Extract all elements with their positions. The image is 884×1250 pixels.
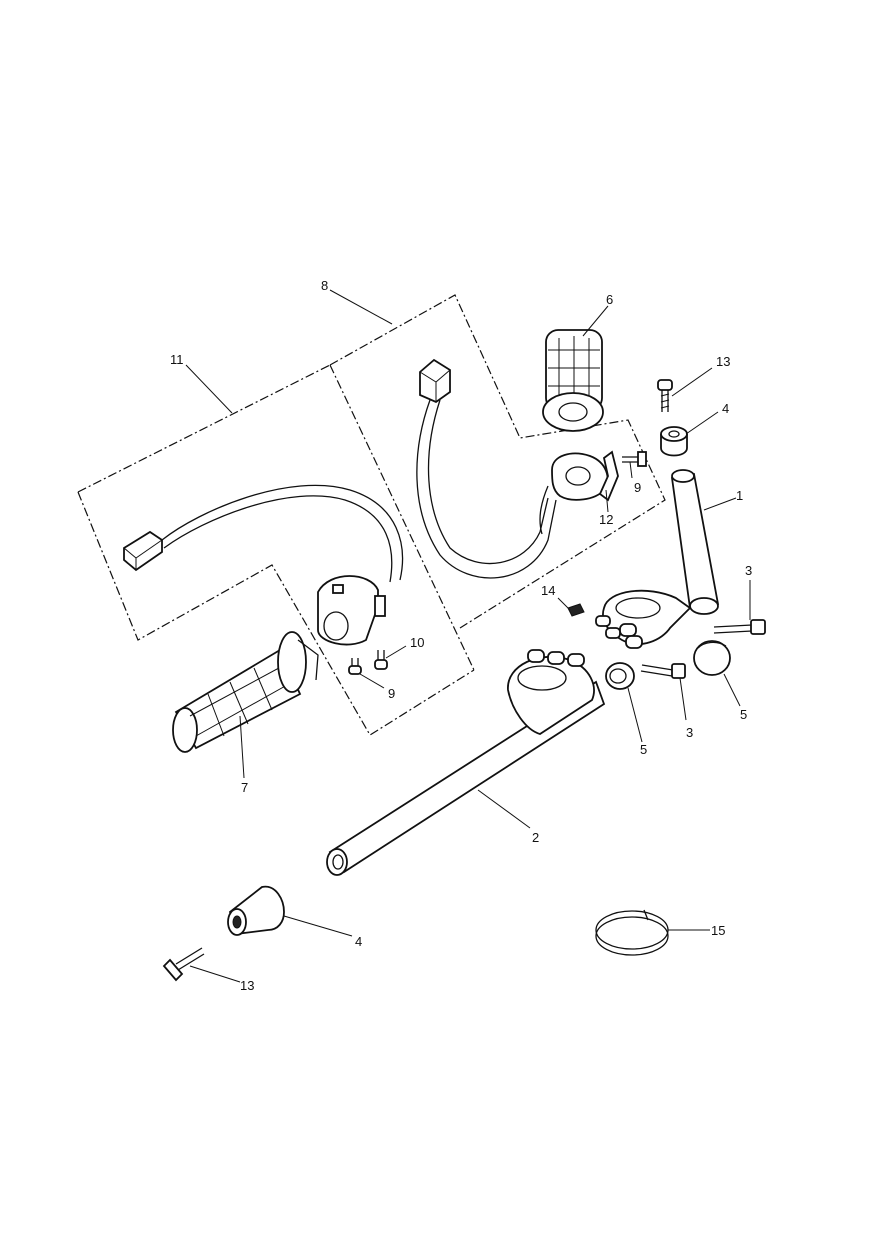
- right-grip-part: [542, 329, 604, 432]
- clamp-ring-part-15: [595, 909, 669, 956]
- callout-5-left: 5: [640, 742, 647, 757]
- callout-14: 14: [541, 583, 555, 598]
- bolt-part-3-upper: [713, 619, 766, 635]
- assembly-boundary-8: [329, 294, 666, 671]
- screw-part-9-lower: [348, 658, 362, 675]
- callout-9-lower: 9: [388, 686, 395, 701]
- callout-15: 15: [711, 923, 725, 938]
- bolt-part-3-lower: [640, 663, 686, 679]
- callout-3-upper: 3: [745, 563, 752, 578]
- callout-5-right: 5: [740, 707, 747, 722]
- callout-10: 10: [410, 635, 424, 650]
- riser-tube-part-1: [670, 469, 720, 615]
- callout-8: 8: [321, 278, 328, 293]
- callout-3-lower: 3: [686, 725, 693, 740]
- cap-part-14: [567, 603, 585, 617]
- clamp-part-1: [595, 589, 692, 649]
- assembly-boundary-11: [77, 364, 475, 736]
- plug-part-5-left: [605, 662, 635, 690]
- plug-part-5-right: [693, 640, 731, 676]
- callout-1: 1: [736, 488, 743, 503]
- bolt-part-13-upper: [657, 379, 673, 412]
- callout-12: 12: [599, 512, 613, 527]
- callout-labels: 1 2 3 3 4 4 5 5 6 7 8 9 9 10 11 12 13 13…: [170, 278, 752, 993]
- screw-part-9-upper: [622, 451, 647, 467]
- clip-part-12: [598, 450, 619, 502]
- callout-4-upper: 4: [722, 401, 729, 416]
- leader-lines: [185, 289, 751, 983]
- callout-13-upper: 13: [716, 354, 730, 369]
- bar-end-weight-part-4-lower: [227, 885, 285, 936]
- screw-part-10: [374, 650, 388, 670]
- callout-6: 6: [606, 292, 613, 307]
- callout-7: 7: [241, 780, 248, 795]
- callout-9-upper: 9: [634, 480, 641, 495]
- callout-13-lower: 13: [240, 978, 254, 993]
- switch-harness-part-11: [123, 484, 404, 646]
- handlebar-part-2: [326, 649, 606, 876]
- left-grip-part-7: [172, 631, 319, 753]
- bolt-part-13-lower: [162, 947, 205, 982]
- callout-11: 11: [170, 352, 184, 367]
- bar-end-weight-part-4-upper: [660, 426, 688, 457]
- callout-2: 2: [532, 830, 539, 845]
- switch-harness-part-8: [416, 358, 609, 579]
- callout-4-lower: 4: [355, 934, 362, 949]
